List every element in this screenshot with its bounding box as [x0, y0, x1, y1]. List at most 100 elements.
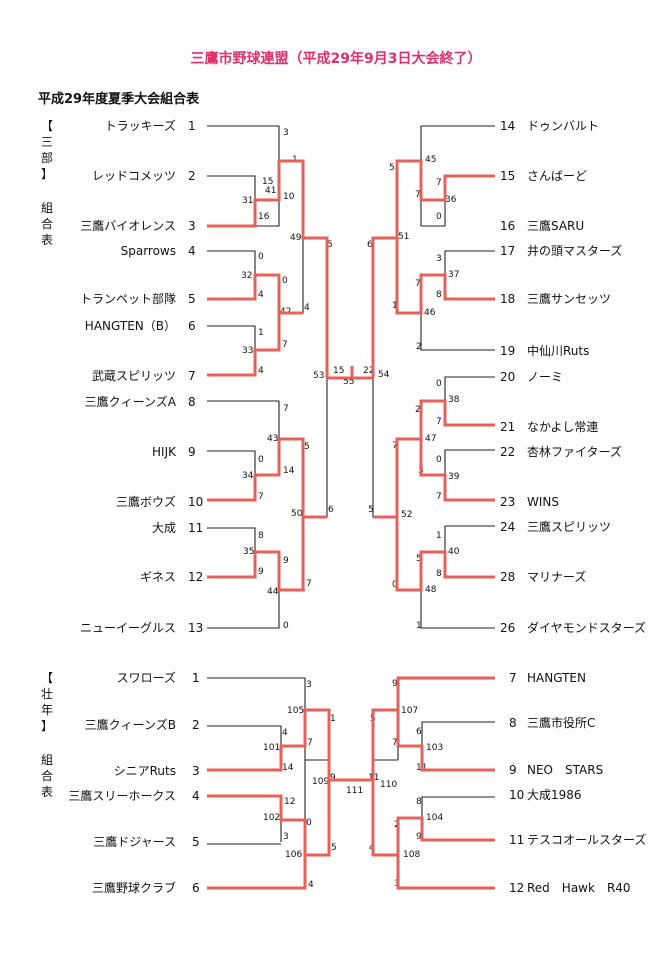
- match-score: 9: [258, 567, 264, 577]
- team-name: HIJK: [152, 445, 176, 459]
- team-seed: 5: [188, 292, 196, 306]
- team-name: ドゥンバルト: [527, 119, 600, 133]
- team-name: ギネス: [139, 570, 176, 584]
- team-name: ダイヤモンドスターズ: [527, 621, 647, 635]
- division-label-char: 】: [40, 167, 53, 181]
- team-name: NEO STARS: [527, 763, 604, 777]
- match-score: 5: [304, 442, 310, 452]
- team-name: 大成: [151, 521, 176, 535]
- team-name: 三鷹SARU: [527, 219, 585, 233]
- division-label-char: 年: [40, 703, 53, 717]
- match-score: 43: [267, 434, 279, 444]
- match-score: 0: [436, 455, 442, 465]
- match-score: 5: [331, 843, 337, 853]
- match-score: 4: [258, 366, 264, 376]
- match-score: 44: [267, 587, 279, 597]
- team-name: ノーミ: [527, 370, 564, 384]
- team-name: テスコオールスターズ: [527, 833, 647, 847]
- match-score: 2: [415, 405, 421, 415]
- team-name: なかよし常連: [527, 420, 599, 434]
- match-score: 0: [282, 276, 288, 286]
- team-name: 三鷹バイオレンス: [80, 219, 176, 233]
- team-name: 三鷹ドジャース: [93, 835, 176, 849]
- match-score: 7: [306, 579, 312, 589]
- team-seed: 4: [188, 244, 196, 258]
- match-score: 104: [426, 813, 444, 823]
- division-label-char: 合: [40, 769, 53, 783]
- match-score: 103: [426, 743, 444, 753]
- match-score: 0: [436, 212, 442, 222]
- match-score: 0: [392, 580, 398, 590]
- team-name: トランペット部隊: [79, 292, 176, 306]
- match-score: 5: [389, 163, 395, 173]
- match-score: 7: [436, 178, 442, 188]
- team-name: 三鷹クィーンズA: [84, 395, 176, 409]
- team-seed: 2: [192, 718, 200, 732]
- match-score: 8: [258, 531, 264, 541]
- match-score: 3: [283, 832, 289, 842]
- match-score: 33: [242, 346, 254, 356]
- match-score: 1: [436, 531, 442, 541]
- match-score: 1: [392, 301, 398, 311]
- match-score: 106: [285, 850, 303, 860]
- team-seed: 7: [188, 369, 196, 383]
- match-score: 38: [448, 395, 460, 405]
- match-score: 7: [307, 738, 313, 748]
- match-score: 6: [328, 505, 334, 515]
- division-label-char: 表: [40, 233, 53, 247]
- match-score: 7: [392, 441, 398, 451]
- team-seed: 22: [500, 445, 516, 459]
- team-seed: 2: [188, 169, 196, 183]
- match-score: 1: [416, 621, 422, 631]
- match-score: 7: [415, 279, 421, 289]
- team-name: 大成1986: [527, 788, 582, 802]
- team-name: トラッキーズ: [104, 119, 176, 133]
- team-seed: 26: [500, 621, 516, 635]
- team-seed: 18: [500, 292, 516, 306]
- match-score: 45: [425, 155, 437, 165]
- team-name: 三鷹サンセッツ: [527, 292, 612, 306]
- team-seed: 10: [188, 495, 204, 509]
- team-seed: 12: [188, 570, 204, 584]
- match-score: 7: [436, 492, 442, 502]
- match-score: 108: [403, 850, 421, 860]
- team-seed: 6: [188, 319, 196, 333]
- match-score: 0: [283, 621, 289, 631]
- team-name: Red Hawk R40: [527, 881, 631, 895]
- match-score: 14: [283, 466, 295, 476]
- team-seed: 7: [509, 671, 517, 685]
- match-score: 7: [392, 738, 398, 748]
- match-score: 39: [448, 472, 460, 482]
- match-score: 22: [363, 366, 375, 376]
- team-name: 三鷹野球クラブ: [91, 881, 176, 895]
- match-score: 15: [262, 177, 274, 187]
- team-seed: 14: [500, 119, 516, 133]
- team-seed: 23: [500, 495, 516, 509]
- match-score: 10: [283, 192, 295, 202]
- team-name: 武蔵スピリッツ: [91, 369, 176, 383]
- team-seed: 19: [500, 344, 516, 358]
- match-score: 8: [416, 797, 422, 807]
- match-score: 7: [258, 492, 264, 502]
- team-seed: 12: [509, 881, 525, 895]
- team-name: 三鷹市役所C: [527, 716, 596, 730]
- team-seed: 28: [500, 570, 516, 584]
- match-score: 0: [258, 252, 264, 262]
- match-score: 0: [258, 455, 264, 465]
- team-seed: 6: [192, 881, 200, 895]
- division-label-char: 】: [40, 719, 53, 733]
- team-name: シニアRuts: [113, 764, 176, 778]
- team-seed: 17: [500, 244, 516, 258]
- team-seed: 1: [192, 671, 200, 685]
- team-name: レッドコメッツ: [91, 169, 176, 183]
- division-label-char: 組: [40, 753, 53, 767]
- team-name: 三鷹クィーンズB: [84, 718, 176, 732]
- match-score: 55: [343, 377, 355, 387]
- match-score: 41: [265, 186, 277, 196]
- team-name: 三鷹ボウズ: [115, 495, 176, 509]
- match-score: 3: [306, 680, 312, 690]
- team-name: 中仙川Ruts: [527, 344, 590, 358]
- match-score: 52: [401, 510, 413, 520]
- match-score: 6: [416, 727, 422, 737]
